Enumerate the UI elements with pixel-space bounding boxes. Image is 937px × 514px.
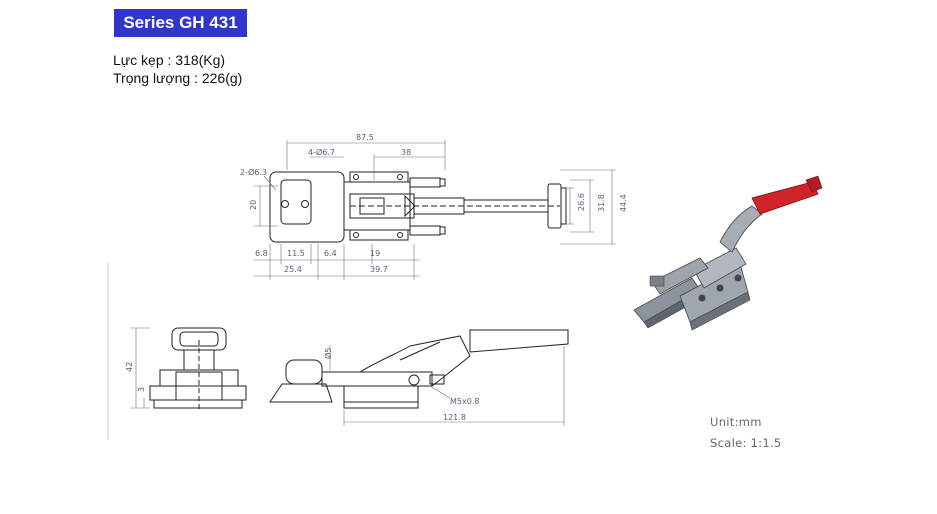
scale-note: Scale: 1:1.5 xyxy=(710,436,782,450)
dim-3: 3 xyxy=(137,387,146,392)
dim-6-4: 6.4 xyxy=(324,249,337,258)
unit-note: Unit:mm xyxy=(710,415,762,429)
weight-text: Trọng lượng : 226(g) xyxy=(113,70,243,86)
dim-42: 42 xyxy=(125,362,134,372)
dim-38: 38 xyxy=(401,148,411,157)
dim-2-hole: 2-Ø6.3 xyxy=(240,167,267,177)
dim-87-5: 87.5 xyxy=(356,133,374,142)
dim-26-6: 26.6 xyxy=(577,193,586,211)
side-view xyxy=(269,329,569,426)
isometric-product-image xyxy=(633,175,823,331)
dim-m5: M5x0.8 xyxy=(450,397,479,406)
dim-121-8: 121.8 xyxy=(443,413,466,422)
dim-44-4: 44.4 xyxy=(619,194,628,212)
front-view xyxy=(107,262,247,440)
series-badge: Series GH 431 xyxy=(114,9,247,37)
clamp-force-text: Lực kẹp : 318(Kg) xyxy=(113,52,226,68)
dim-4-hole: 4-Ø6.7 xyxy=(308,147,335,157)
dim-11-5: 11.5 xyxy=(287,249,305,258)
dim-d5: Ø5 xyxy=(323,348,333,359)
dim-20: 20 xyxy=(249,200,258,210)
top-view xyxy=(253,140,616,280)
dim-31-8: 31.8 xyxy=(597,194,606,212)
dim-39-7: 39.7 xyxy=(370,265,388,274)
dim-25-4: 25.4 xyxy=(284,265,302,274)
dim-19: 19 xyxy=(370,249,380,258)
dim-6-8: 6.8 xyxy=(255,249,268,258)
